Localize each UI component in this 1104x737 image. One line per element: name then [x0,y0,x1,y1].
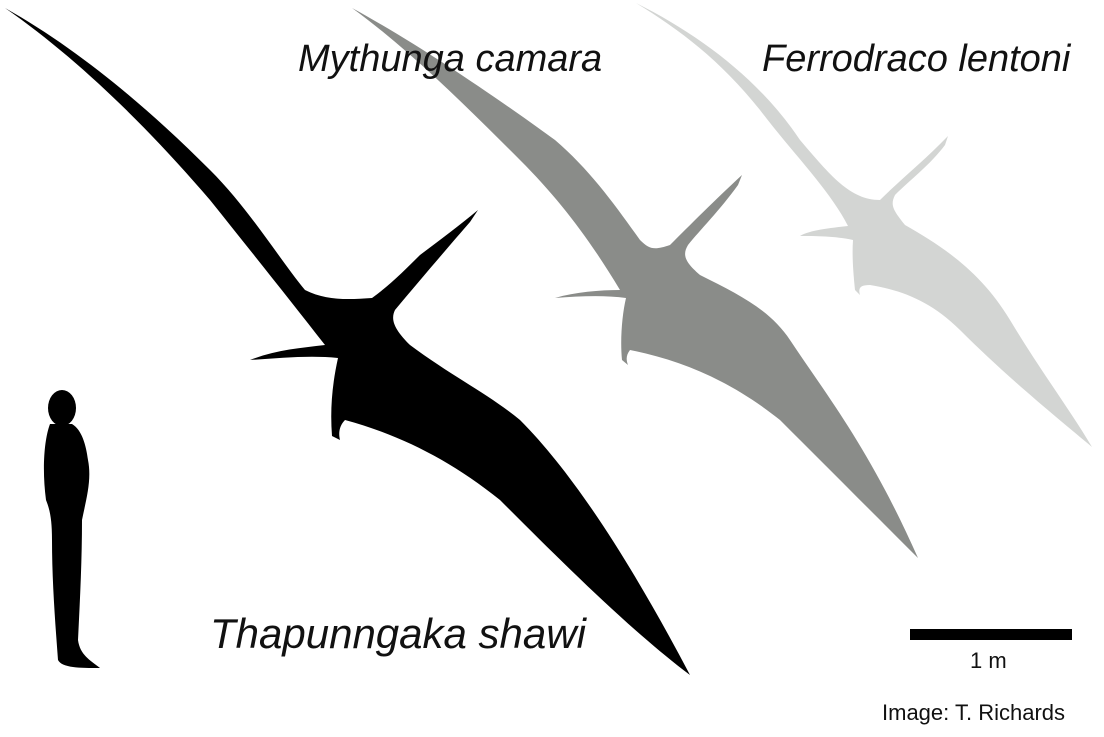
scale-bar [910,629,1072,640]
species-label-thapunngaka: Thapunngaka shawi [210,610,586,657]
mythunga-silhouette-icon [352,8,918,558]
species-label-ferrodraco: Ferrodraco lentoni [762,38,1071,80]
human-silhouette-icon [43,390,100,668]
thapunngaka-silhouette-icon [5,8,690,675]
species-label-mythunga: Mythunga camara [298,38,603,80]
scale-bar-label: 1 m [970,648,1007,673]
ferrodraco-silhouette-icon [636,3,1092,447]
image-credit: Image: T. Richards [882,700,1066,725]
